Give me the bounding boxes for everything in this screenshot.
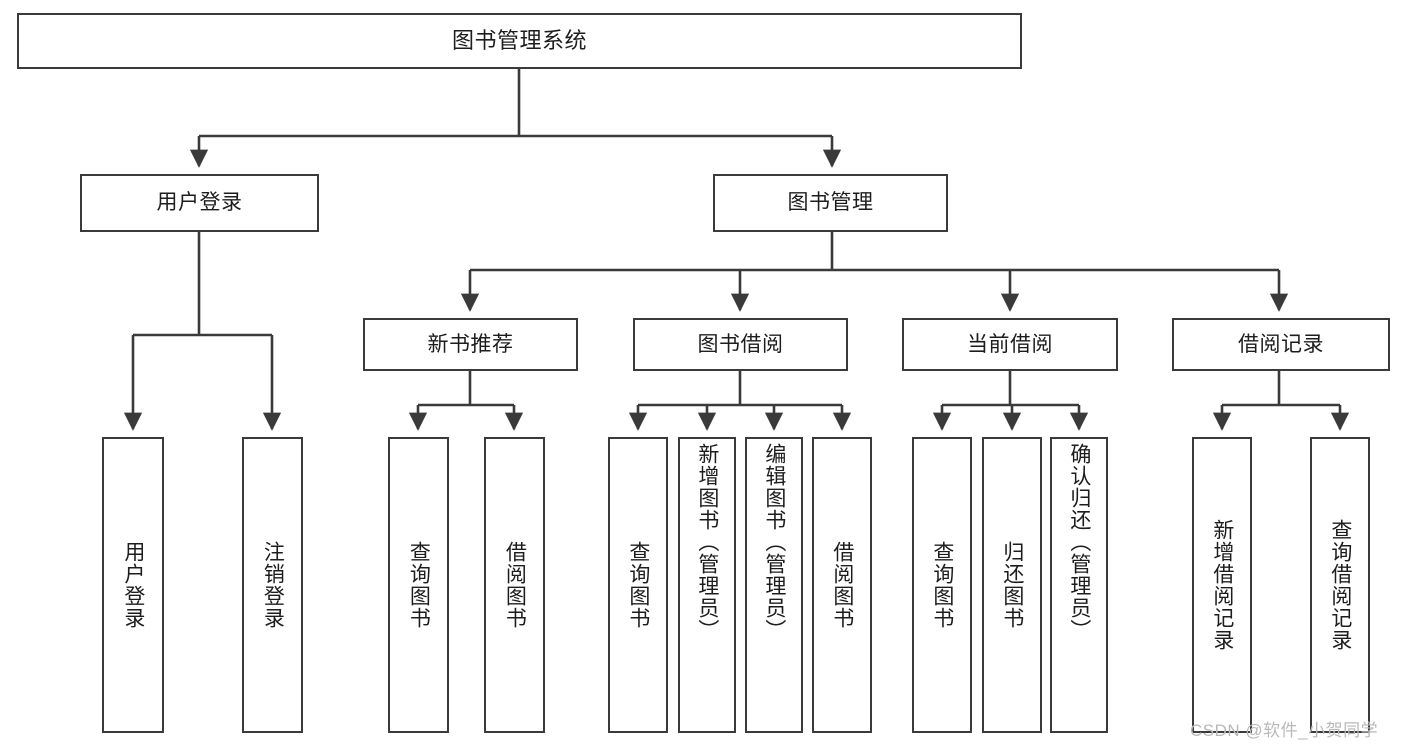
node-label: 图书借阅	[697, 332, 784, 356]
node-label: 新增图书（管理员）	[695, 443, 719, 641]
node-new-book-recommend[interactable]: 新书推荐	[363, 318, 578, 371]
node-borrow-record[interactable]: 借阅记录	[1172, 318, 1390, 371]
node-leaf-confirm-return-admin[interactable]: 确认归还（管理员）	[1050, 437, 1108, 733]
node-current-borrow[interactable]: 当前借阅	[902, 318, 1118, 371]
node-user-login[interactable]: 用户登录	[80, 174, 319, 232]
node-label: 图书管理系统	[451, 27, 587, 53]
node-label: 查询图书	[626, 541, 650, 629]
node-label: 当前借阅	[967, 332, 1053, 356]
node-leaf-user-login[interactable]: 用户登录	[102, 437, 164, 733]
node-label: 查询借阅记录	[1328, 519, 1352, 651]
node-label: 查询图书	[407, 541, 431, 629]
node-leaf-borrow-book[interactable]: 借阅图书	[812, 437, 872, 733]
node-leaf-query-books-recommend[interactable]: 查询图书	[388, 437, 449, 733]
node-book-borrow[interactable]: 图书借阅	[633, 318, 848, 371]
node-leaf-logout[interactable]: 注销登录	[242, 437, 303, 733]
node-label: 借阅记录	[1238, 332, 1324, 356]
node-leaf-return-book[interactable]: 归还图书	[982, 437, 1042, 733]
node-leaf-query-books-borrow[interactable]: 查询图书	[608, 437, 668, 733]
node-leaf-query-books-current[interactable]: 查询图书	[912, 437, 972, 733]
node-leaf-add-borrow-record[interactable]: 新增借阅记录	[1192, 437, 1252, 733]
node-label: 新增借阅记录	[1210, 519, 1234, 651]
node-leaf-add-book-admin[interactable]: 新增图书（管理员）	[678, 437, 736, 733]
node-leaf-edit-book-admin[interactable]: 编辑图书（管理员）	[745, 437, 803, 733]
node-label: 确认归还（管理员）	[1067, 443, 1091, 641]
node-leaf-borrow-books-recommend[interactable]: 借阅图书	[484, 437, 545, 733]
node-root-book-management-system[interactable]: 图书管理系统	[17, 13, 1022, 69]
node-leaf-query-borrow-record[interactable]: 查询借阅记录	[1310, 437, 1370, 733]
node-label: 注销登录	[261, 541, 285, 629]
node-label: 借阅图书	[503, 541, 527, 629]
node-label: 借阅图书	[830, 541, 854, 629]
node-label: 归还图书	[1000, 541, 1024, 629]
node-label: 查询图书	[930, 541, 954, 629]
node-label: 编辑图书（管理员）	[762, 443, 786, 641]
node-label: 用户登录	[156, 191, 243, 215]
node-label: 图书管理	[787, 191, 874, 215]
node-label: 用户登录	[121, 541, 145, 629]
csdn-watermark: CSDN @软件_小贺同学	[1190, 721, 1379, 740]
node-book-management[interactable]: 图书管理	[713, 174, 948, 232]
node-label: 新书推荐	[427, 332, 514, 356]
